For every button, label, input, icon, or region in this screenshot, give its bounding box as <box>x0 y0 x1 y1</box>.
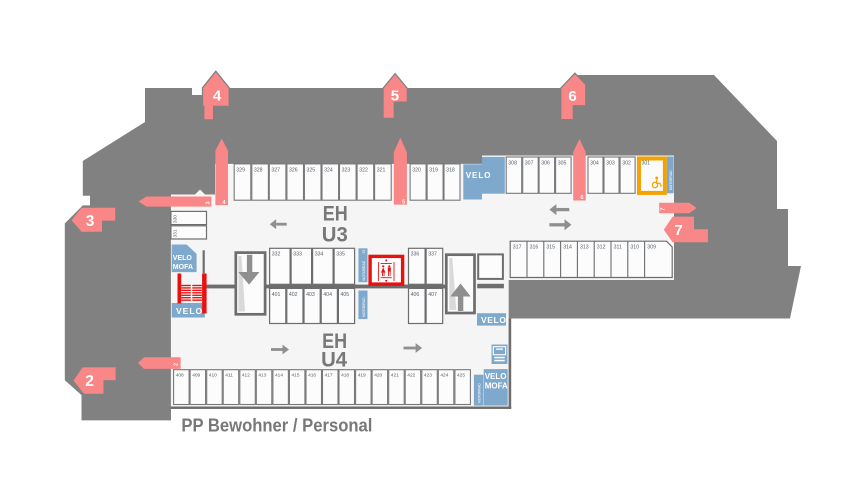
svg-text:6: 6 <box>568 88 576 105</box>
svg-text:320: 320 <box>412 167 421 173</box>
svg-text:335: 335 <box>336 252 345 258</box>
svg-text:309: 309 <box>647 244 656 250</box>
svg-text:419: 419 <box>358 373 366 379</box>
svg-text:417: 417 <box>325 373 333 379</box>
svg-text:EH: EH <box>323 202 348 226</box>
svg-text:319: 319 <box>429 167 438 173</box>
svg-text:302: 302 <box>622 160 631 166</box>
svg-text:322: 322 <box>359 167 368 173</box>
svg-text:5: 5 <box>402 199 405 205</box>
svg-text:323: 323 <box>342 167 351 173</box>
svg-text:332: 332 <box>272 252 281 258</box>
svg-text:317: 317 <box>513 244 522 250</box>
svg-text:404: 404 <box>323 292 332 298</box>
svg-text:304: 304 <box>590 160 599 166</box>
svg-text:MOFA: MOFA <box>485 382 508 391</box>
svg-text:312: 312 <box>597 244 606 250</box>
svg-text:7: 7 <box>674 222 682 239</box>
svg-text:416: 416 <box>308 373 316 379</box>
svg-text:33: 33 <box>362 250 366 254</box>
svg-text:U3: U3 <box>322 223 348 247</box>
svg-text:334: 334 <box>315 252 324 258</box>
svg-text:310: 310 <box>630 244 639 250</box>
svg-text:2: 2 <box>174 363 180 366</box>
svg-text:VELO: VELO <box>173 255 193 262</box>
svg-text:425: 425 <box>457 373 465 379</box>
svg-text:329: 329 <box>236 167 245 173</box>
svg-text:315: 315 <box>546 244 555 250</box>
svg-text:327: 327 <box>271 167 280 173</box>
svg-text:5: 5 <box>391 88 399 105</box>
svg-text:422: 422 <box>407 373 415 379</box>
svg-text:307: 307 <box>525 160 534 166</box>
svg-text:328: 328 <box>254 167 263 173</box>
svg-text:325: 325 <box>307 167 316 173</box>
svg-text:406: 406 <box>411 292 420 298</box>
svg-text:308: 308 <box>508 160 517 166</box>
svg-text:402: 402 <box>289 292 298 298</box>
svg-text:VELO: VELO <box>466 171 492 180</box>
svg-text:331: 331 <box>173 229 179 237</box>
svg-text:424: 424 <box>440 373 448 379</box>
svg-text:MOTORRAD: MOTORRAD <box>477 383 481 403</box>
svg-text:415: 415 <box>292 373 300 379</box>
svg-text:409: 409 <box>192 373 200 379</box>
svg-text:318: 318 <box>446 167 455 173</box>
svg-text:401: 401 <box>272 292 281 298</box>
svg-text:411: 411 <box>225 373 233 379</box>
svg-text:408: 408 <box>176 373 184 379</box>
svg-text:MOFA: MOFA <box>173 264 193 271</box>
svg-text:PP Bewohner / Personal: PP Bewohner / Personal <box>181 416 372 436</box>
svg-text:VELO: VELO <box>481 315 507 325</box>
svg-text:U4: U4 <box>321 347 347 371</box>
svg-text:414: 414 <box>275 373 283 379</box>
svg-text:VELO: VELO <box>176 306 203 316</box>
svg-text:336: 336 <box>411 252 420 258</box>
svg-text:403: 403 <box>306 292 315 298</box>
svg-text:330: 330 <box>173 215 179 223</box>
svg-text:3: 3 <box>206 201 212 204</box>
svg-text:301: 301 <box>642 161 651 167</box>
svg-text:4: 4 <box>213 88 222 105</box>
svg-text:412: 412 <box>242 373 250 379</box>
svg-text:326: 326 <box>289 167 298 173</box>
svg-text:321: 321 <box>377 167 386 173</box>
svg-text:333: 333 <box>293 252 302 258</box>
svg-text:VELO: VELO <box>485 372 507 381</box>
svg-text:7: 7 <box>661 208 667 211</box>
svg-text:306: 306 <box>541 160 550 166</box>
svg-text:407: 407 <box>428 292 437 298</box>
svg-text:MOTORRAD: MOTORRAD <box>362 260 366 280</box>
svg-text:420: 420 <box>374 373 382 379</box>
svg-text:311: 311 <box>614 244 622 250</box>
svg-text:313: 313 <box>580 244 589 250</box>
svg-text:337: 337 <box>428 252 437 258</box>
svg-text:316: 316 <box>530 244 539 250</box>
svg-text:410: 410 <box>209 373 217 379</box>
svg-text:3: 3 <box>86 213 95 230</box>
svg-text:MOTORRAD: MOTORRAD <box>669 170 673 190</box>
svg-text:418: 418 <box>341 373 349 379</box>
svg-text:413: 413 <box>258 373 266 379</box>
svg-text:6: 6 <box>580 195 583 201</box>
svg-text:305: 305 <box>558 160 567 166</box>
svg-text:324: 324 <box>324 167 333 173</box>
svg-text:2: 2 <box>85 373 94 390</box>
svg-text:EH: EH <box>322 329 347 353</box>
svg-text:405: 405 <box>341 292 350 298</box>
svg-text:303: 303 <box>606 160 615 166</box>
svg-text:423: 423 <box>424 373 432 379</box>
svg-text:4: 4 <box>222 200 226 206</box>
svg-text:314: 314 <box>563 244 572 250</box>
svg-text:421: 421 <box>391 373 399 379</box>
svg-text:MOTORRAD: MOTORRAD <box>362 297 366 317</box>
